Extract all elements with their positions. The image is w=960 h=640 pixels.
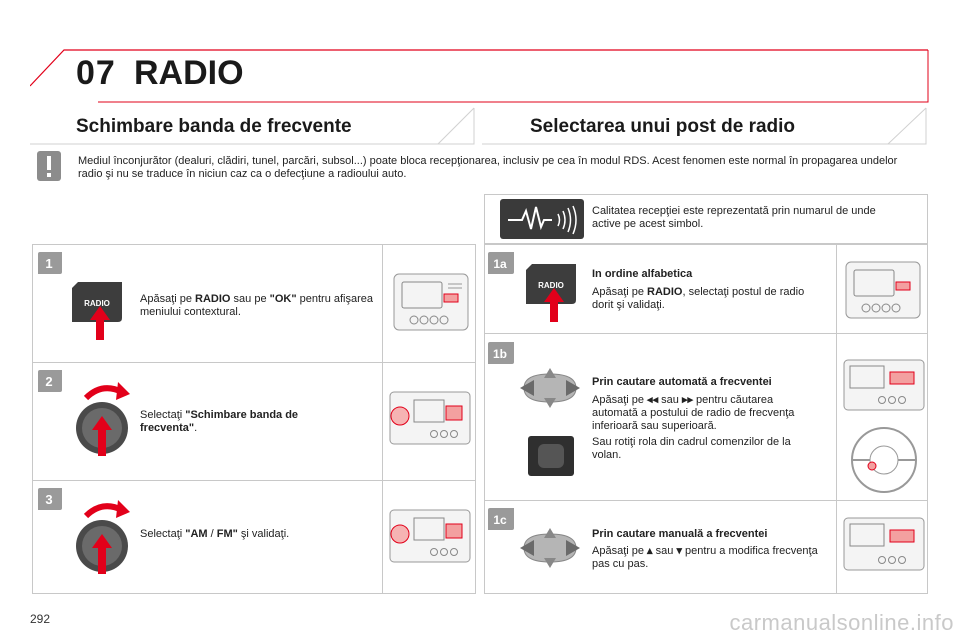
step-badge-2: 2 [38,370,62,392]
divider [32,480,476,481]
arrow-down-icon: ▾ [676,545,682,557]
step-badge-label: 1 [45,256,52,271]
step-badge-1a: 1a [488,252,514,274]
fast-forward-icon: ▸▸ [681,394,693,406]
text: , selectaţi postul de radio dorit şi val… [592,286,805,311]
divider [836,244,837,594]
text: şi validaţi. [237,528,290,540]
text: pentru căutarea automată a postului de r… [592,394,795,432]
text: Apăsaţi pe [140,293,196,305]
radio-button-graphic: RADIO [526,264,576,322]
steering-wheel-illustration [851,427,917,493]
step-badge-label: 3 [45,492,52,507]
emphasis: RADIO [195,293,231,305]
radio-button-label: RADIO [84,299,110,308]
divider [484,333,928,334]
step-1b-extra-text: Sau rotiţi rola din cadrul comenzilor de… [592,436,791,461]
section-title-bars [30,107,927,145]
text: Apăsaţi pe [592,286,648,298]
emphasis: "AM [185,528,208,540]
signal-quality-icon [500,199,584,239]
step-1a-heading: In ordine alfabetica [592,268,693,280]
text: pentru afişarea meniului contextural. [140,293,374,318]
chapter-number: 07 [76,54,116,92]
text: sau pe [230,293,270,305]
text: Selectaţi [140,409,186,421]
step-1c-text: Apăsaţi pe ▴ sau ▾ pentru a modifica fre… [592,545,822,571]
step-3-text: Selectaţi "AM / FM" şi validaţi. [140,528,360,541]
emphasis: "OK" [269,293,297,305]
text: Selectaţi [140,528,186,540]
section-title-left: Schimbare banda de frecvente [76,116,352,137]
step-badge-label: 1b [493,347,507,361]
step-2-text: Selectaţi "Schimbare banda de frecventa"… [140,409,340,435]
divider [382,244,383,594]
seek-button-graphic [520,528,580,568]
emphasis: FM" [216,528,238,540]
radio-unit-illustration [843,517,925,571]
radio-unit-illustration [843,359,925,411]
step-1b-heading: Prin cautare automată a frecventei [592,376,772,388]
text: Apăsaţi pe [592,394,648,406]
radio-unit-illustration [389,509,471,563]
radio-button-label: RADIO [538,281,564,290]
step-badge-label: 2 [45,374,52,389]
radio-unit-illustration [393,273,469,331]
text: sau [658,394,682,406]
exclamation-icon [37,151,61,181]
divider [484,500,928,501]
arrow-up-icon: ▴ [647,545,653,557]
divider [32,362,476,363]
chapter-tab-outline [30,49,929,103]
radio-unit-illustration [845,261,921,319]
text: Apăsaţi pe [592,545,648,557]
step-badge-1: 1 [38,252,62,274]
text: sau [652,545,677,557]
section-title-right: Selectarea unui post de radio [530,116,796,137]
chapter-title: RADIO [134,54,244,92]
step-badge-3: 3 [38,488,62,510]
emphasis: RADIO [647,286,683,298]
rotary-knob-graphic [76,382,130,456]
step-badge-1b: 1b [488,342,514,364]
steering-wheel-roller-graphic [528,436,574,476]
step-1b-text: Apăsaţi pe ◂◂ sau ▸▸ pentru căutarea aut… [592,394,822,433]
step-badge-label: 1a [493,257,507,271]
step-1c-heading: Prin cautare manuală a frecventei [592,528,768,540]
rotary-knob-graphic [76,500,130,574]
emphasis: "Schimbare banda de frecventa" [140,409,299,434]
page-number: 292 [30,612,51,626]
warning-text: Mediul înconjurător (dealuri, clădiri, t… [78,155,898,180]
text: . [194,422,198,434]
seek-button-graphic [520,368,580,408]
text: pentru a modifica frecvenţa pas cu pas. [592,545,818,570]
radio-button-graphic: RADIO [72,282,122,340]
signal-note-text: Calitatea recepţiei este reprezentată pr… [592,205,876,230]
step-1a-text: Apăsaţi pe RADIO, selectaţi postul de ra… [592,286,822,312]
step-1-text: Apăsaţi pe RADIO sau pe "OK" pentru afiş… [140,293,375,319]
text: / [207,528,217,540]
step-badge-label: 1c [493,513,507,527]
watermark-text: carmanualsonline.info [729,610,954,635]
radio-unit-illustration [389,391,471,445]
rewind-icon: ◂◂ [647,394,659,406]
step-badge-1c: 1c [488,508,514,530]
